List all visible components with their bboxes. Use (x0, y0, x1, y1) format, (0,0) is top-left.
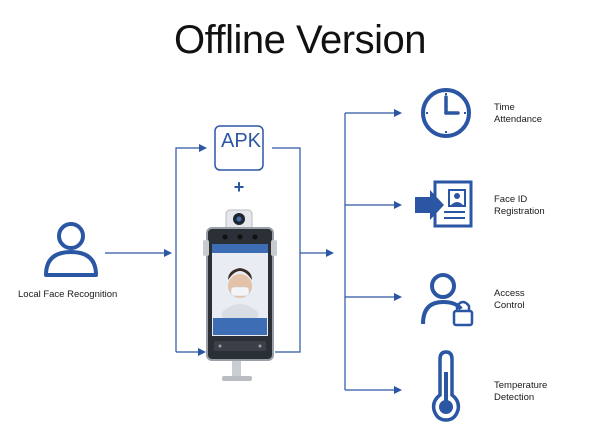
output-label-face-id-registration: Face ID Registration (494, 194, 545, 217)
output-label-access-control: Access Control (494, 288, 525, 311)
apk-label: APK (220, 130, 262, 152)
clock-icon (421, 88, 471, 138)
id-card-icon (415, 180, 473, 228)
thermometer-icon (431, 350, 461, 422)
plus-sign: + (233, 177, 245, 197)
input-label: Local Face Recognition (18, 289, 118, 300)
combine-bracket (272, 147, 301, 353)
user-lock-icon (421, 273, 474, 327)
apk-in-arrow (175, 144, 207, 352)
output-label-time-attendance: Time Attendance (494, 102, 543, 125)
apk-box (214, 125, 264, 171)
output-label-temperature-detection: Temperature Detection (494, 380, 548, 403)
face-terminal-device (203, 209, 277, 381)
page-title: Offline Version (174, 18, 426, 62)
person-icon (44, 222, 98, 277)
